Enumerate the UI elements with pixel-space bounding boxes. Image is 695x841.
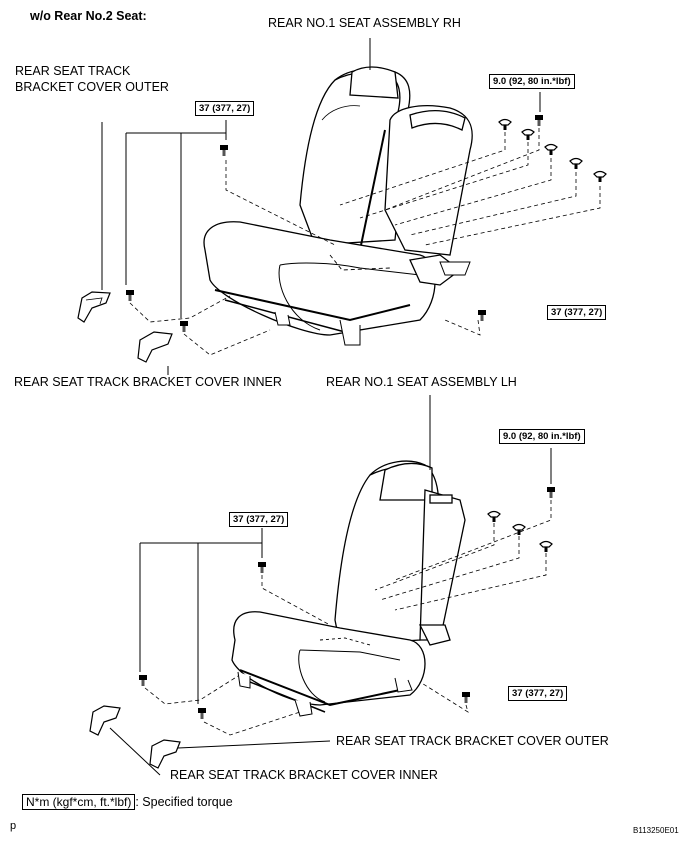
bottom-cover-inner-label: REAR SEAT TRACK BRACKET COVER INNER [170, 768, 438, 782]
figure-code: B113250E01 [633, 826, 679, 835]
top-torque-rear-right: 9.0 (92, 80 in.*lbf) [489, 74, 575, 89]
top-cover-outer-line2: BRACKET COVER OUTER [15, 80, 169, 94]
top-hidden-lines [129, 128, 601, 356]
bottom-seat-lh [231, 460, 466, 717]
top-seat-rh [203, 66, 473, 346]
top-leaders [101, 38, 541, 375]
top-covers [77, 291, 173, 363]
top-cover-outer-line1: REAR SEAT TRACK [15, 64, 131, 78]
bottom-assembly-label: REAR NO.1 SEAT ASSEMBLY LH [326, 375, 517, 389]
legend: N*m (kgf*cm, ft.*lbf): Specified torque [22, 794, 233, 810]
bottom-hidden-lines [144, 500, 552, 736]
top-torque-rear-bolt: 37 (377, 27) [547, 305, 607, 320]
top-assembly-label: REAR NO.1 SEAT ASSEMBLY RH [268, 16, 461, 30]
page-mark: p [10, 820, 17, 832]
bottom-leaders [109, 395, 552, 776]
top-cover-inner-label: REAR SEAT TRACK BRACKET COVER INNER [14, 375, 282, 389]
legend-meaning: : Specified torque [135, 795, 233, 809]
bottom-torque-rear-right: 9.0 (92, 80 in.*lbf) [499, 429, 585, 444]
bottom-covers [89, 705, 181, 769]
top-torque-front: 37 (377, 27) [195, 101, 255, 116]
bottom-torque-front: 37 (377, 27) [229, 512, 289, 527]
bottom-torque-rear-bolt: 37 (377, 27) [508, 686, 568, 701]
bottom-cover-outer-label: REAR SEAT TRACK BRACKET COVER OUTER [336, 734, 609, 748]
legend-torque-unit: N*m (kgf*cm, ft.*lbf) [22, 794, 136, 810]
condition-header: w/o Rear No.2 Seat: [30, 9, 147, 23]
